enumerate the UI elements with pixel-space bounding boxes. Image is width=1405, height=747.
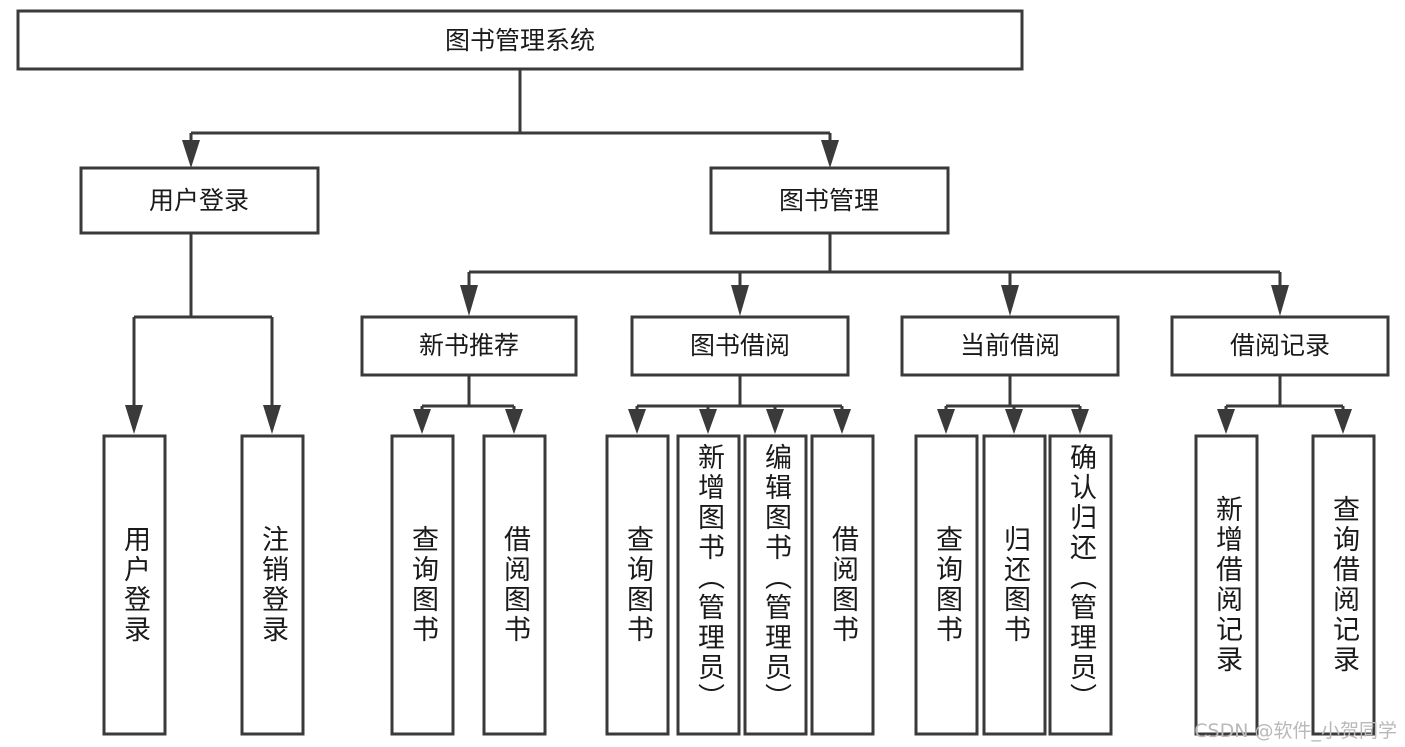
leaf-box-query-book-2[interactable] <box>605 434 670 736</box>
arrowhead-cb-leaf-1 <box>937 409 955 434</box>
arrowhead-nb-leaf-2 <box>505 409 523 434</box>
csdn-watermark: CSDN @软件_小贺同学 <box>1194 720 1397 742</box>
node-new-book-recommend-box[interactable] <box>360 315 578 377</box>
arrowhead-cb-leaf-3 <box>1071 409 1089 434</box>
arrowhead-br-leaf-2 <box>1334 409 1352 434</box>
leaf-box-return-book[interactable] <box>982 434 1047 736</box>
node-user-login-label: 用户登录 <box>149 186 249 215</box>
arrowhead-bb-leaf-3 <box>766 409 784 434</box>
leaf-box-borrow-book-2[interactable] <box>810 434 875 736</box>
node-book-borrow-box[interactable] <box>630 315 850 377</box>
arrowhead-bb-leaf-4 <box>833 409 851 434</box>
leaf-box-borrow-book-1[interactable] <box>482 434 547 736</box>
arrowhead-user-login-leaf-1 <box>125 405 143 434</box>
leaf-box-add-record[interactable] <box>1194 434 1259 736</box>
connector-group-borrow-record <box>1217 375 1352 434</box>
connector-group-new-book <box>413 375 523 434</box>
node-current-borrow[interactable]: 当前借阅 <box>900 315 1120 377</box>
arrowhead-bm-to-new-book <box>460 285 478 316</box>
leaf-box-user-logout[interactable] <box>240 434 305 736</box>
arrowhead-root-to-user-login <box>182 140 200 168</box>
node-borrow-record[interactable]: 借阅记录 <box>1170 315 1390 377</box>
arrowhead-user-login-leaf-2 <box>263 405 281 434</box>
leaf-box-add-book[interactable] <box>676 434 741 736</box>
node-book-borrow-label: 图书借阅 <box>690 331 790 360</box>
node-new-book-recommend[interactable]: 新书推荐 <box>360 315 578 377</box>
arrowhead-bb-leaf-2 <box>699 409 717 434</box>
arrowhead-root-to-book-manage <box>821 140 839 168</box>
node-root[interactable]: 图书管理系统 <box>16 9 1024 71</box>
node-user-login[interactable]: 用户登录 <box>79 166 320 235</box>
connector-group-current-borrow <box>937 375 1089 434</box>
connector-group-root <box>182 69 839 168</box>
leaf-box-query-book-1[interactable] <box>390 434 455 736</box>
arrowhead-bm-to-book-borrow <box>731 285 749 316</box>
arrowhead-bm-to-current-borrow <box>1001 285 1019 316</box>
node-borrow-record-box[interactable] <box>1170 315 1390 377</box>
arrowhead-nb-leaf-1 <box>413 409 431 434</box>
leaf-box-user-login[interactable] <box>102 434 167 736</box>
arrowhead-cb-leaf-2 <box>1005 409 1023 434</box>
connector-group-user-login <box>125 233 281 434</box>
node-borrow-record-label: 借阅记录 <box>1230 331 1330 360</box>
leaf-box-confirm-return[interactable] <box>1048 434 1113 736</box>
leaf-box-query-book-3[interactable] <box>914 434 979 736</box>
arrowhead-br-leaf-1 <box>1217 409 1235 434</box>
arrowhead-bb-leaf-1 <box>628 409 646 434</box>
node-user-login-box[interactable] <box>79 166 320 235</box>
arrowhead-bm-to-borrow-record <box>1271 285 1289 316</box>
leaf-box-query-record[interactable] <box>1311 434 1376 736</box>
node-book-borrow[interactable]: 图书借阅 <box>630 315 850 377</box>
node-new-book-recommend-label: 新书推荐 <box>419 331 519 360</box>
connector-group-book-borrow <box>628 375 851 434</box>
node-root-label: 图书管理系统 <box>445 26 595 55</box>
node-root-box[interactable] <box>16 9 1024 71</box>
node-book-manage-box[interactable] <box>709 166 950 235</box>
leaf-box-edit-book[interactable] <box>743 434 808 736</box>
node-current-borrow-label: 当前借阅 <box>960 331 1060 360</box>
node-current-borrow-box[interactable] <box>900 315 1120 377</box>
connector-group-book-manage <box>460 233 1289 316</box>
node-book-manage-label: 图书管理 <box>779 186 879 215</box>
node-book-manage[interactable]: 图书管理 <box>709 166 950 235</box>
